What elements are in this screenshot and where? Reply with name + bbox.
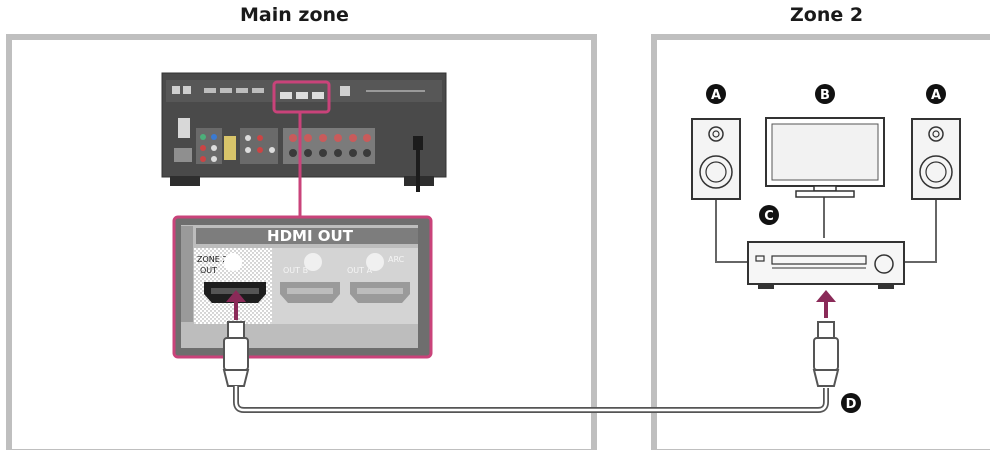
callout-b: B (815, 84, 835, 104)
main-zone-frame (6, 34, 597, 450)
hdmi-cable (222, 321, 840, 413)
insert-arrow-zone2 (816, 290, 836, 318)
main-zone-title: Main zone (240, 4, 349, 26)
callout-a-left: A (706, 84, 726, 104)
callout-b-label: B (820, 88, 830, 103)
callout-d-label: D (846, 397, 857, 412)
port-a-label-1: ARC (388, 255, 405, 264)
callout-c: C (759, 205, 779, 225)
speaker-left (691, 118, 741, 200)
zone2-title: Zone 2 (790, 4, 864, 26)
port-b-label: OUT B (283, 266, 308, 275)
callout-a-right: A (926, 84, 946, 104)
hdmi-out-header: HDMI OUT (267, 227, 354, 245)
insert-arrow-main (226, 290, 246, 320)
callout-a-left-label: A (711, 88, 721, 103)
zone2-wiring (715, 196, 937, 263)
av-receiver-rear-panel (161, 72, 447, 192)
callout-d: D (841, 393, 861, 413)
hdmi-out-zoom-panel: HDMI OUT ZONE 2 OUT OUT B ARC OUT A (172, 215, 433, 359)
port-zone2-label-1: ZONE 2 (197, 255, 227, 264)
callout-c-label: C (764, 209, 774, 224)
speaker-right (911, 118, 961, 200)
port-a-label-2: OUT A (347, 266, 373, 275)
callout-a-right-label: A (931, 88, 941, 103)
port-zone2-label-2: OUT (200, 266, 217, 275)
zone2-receiver (747, 241, 905, 289)
zone2-frame (651, 34, 990, 450)
tv (765, 117, 885, 198)
